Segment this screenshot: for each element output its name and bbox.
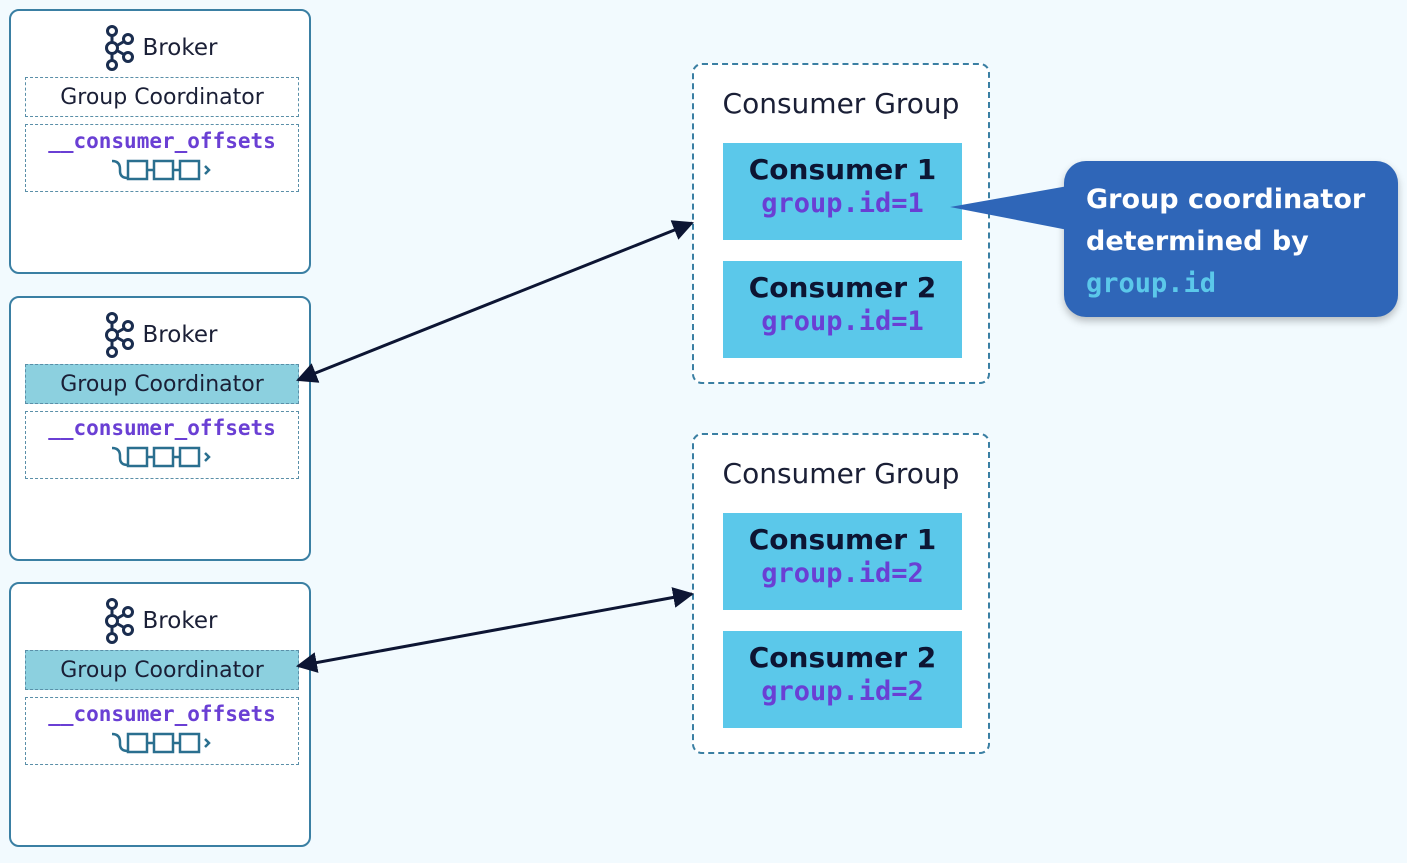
consumer-offsets-label: __consumer_offsets (48, 416, 276, 440)
broker-label: Broker (142, 322, 218, 348)
group-coordinator-active: Group Coordinator (25, 650, 299, 690)
consumer-name: Consumer 1 (748, 153, 937, 186)
log-segments-icon (111, 159, 211, 181)
consumer-box: Consumer 1 group.id=1 (723, 143, 962, 240)
kafka-logo-icon (104, 312, 134, 358)
broker-header: Broker (11, 312, 309, 358)
consumer-group-id: group.id=1 (761, 188, 924, 219)
log-segments-icon (111, 732, 211, 754)
callout-bubble: Group coordinator determined by group.id (1064, 161, 1398, 317)
consumer-offsets-box: __consumer_offsets (25, 124, 299, 192)
consumer-group-1: Consumer Group Consumer 1 group.id=1 Con… (692, 63, 990, 384)
consumer-name: Consumer 2 (748, 641, 937, 674)
consumer-box: Consumer 2 group.id=1 (723, 261, 962, 358)
log-segments-icon (111, 446, 211, 468)
broker-1: Broker Group Coordinator __consumer_offs… (9, 9, 311, 274)
consumer-box: Consumer 1 group.id=2 (723, 513, 962, 610)
group-coordinator: Group Coordinator (25, 77, 299, 117)
consumer-group-id: group.id=2 (761, 558, 924, 589)
consumer-name: Consumer 2 (748, 271, 937, 304)
consumer-group-id: group.id=2 (761, 676, 924, 707)
consumer-offsets-box: __consumer_offsets (25, 697, 299, 765)
broker-header: Broker (11, 25, 309, 71)
consumer-offsets-label: __consumer_offsets (48, 702, 276, 726)
broker-3: Broker Group Coordinator __consumer_offs… (9, 582, 311, 847)
consumer-group-id: group.id=1 (761, 306, 924, 337)
consumer-offsets-label: __consumer_offsets (48, 129, 276, 153)
callout-line-1: Group coordinator (1086, 184, 1366, 215)
consumer-offsets-box: __consumer_offsets (25, 411, 299, 479)
callout-line-2: determined by (1086, 226, 1309, 257)
consumer-box: Consumer 2 group.id=2 (723, 631, 962, 728)
broker-2: Broker Group Coordinator __consumer_offs… (9, 296, 311, 561)
kafka-logo-icon (104, 25, 134, 71)
consumer-group-title: Consumer Group (722, 87, 960, 120)
arrow-group1-coordinator (296, 220, 694, 383)
callout-code: group.id (1086, 268, 1217, 299)
group-coordinator-active: Group Coordinator (25, 364, 299, 404)
broker-label: Broker (142, 35, 218, 61)
consumer-group-title: Consumer Group (722, 457, 960, 490)
consumer-name: Consumer 1 (748, 523, 937, 556)
broker-label: Broker (142, 608, 218, 634)
consumer-group-2: Consumer Group Consumer 1 group.id=2 Con… (692, 433, 990, 754)
kafka-logo-icon (104, 598, 134, 644)
arrow-group2-coordinator (295, 587, 695, 673)
broker-header: Broker (11, 598, 309, 644)
